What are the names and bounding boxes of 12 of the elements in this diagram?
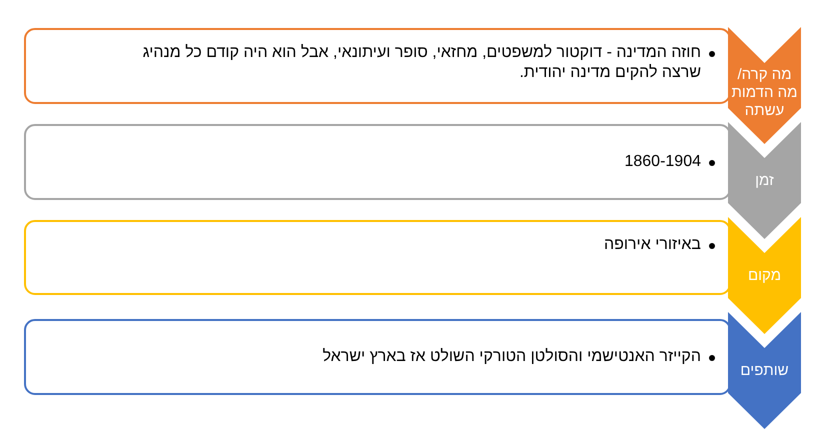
chevron-label: זמן	[754, 172, 775, 190]
chevron-label: מקום	[746, 267, 782, 285]
content-panel	[24, 124, 731, 200]
content-panel	[24, 220, 731, 295]
bullet-text: חוזה המדינה - דוקטור למשפטים, מחזאי, סופר ועיתונאי, אבל הוא היה קודם כל מנהיג שרצה להקים מדינה יהודית.	[142, 43, 701, 83]
content-panel	[24, 319, 731, 395]
content-panel	[24, 28, 731, 104]
bullet-text: באיזורי אירופה	[602, 235, 701, 255]
bullet-text: הקייזר האנטישמי והסולטן הטורקי השולט אז בארץ ישראל	[322, 347, 701, 367]
chevron-label: מה קרה/ מה הדמות עשתה	[731, 66, 798, 120]
bullet-text: 1860-1904	[623, 152, 701, 172]
chevron-label: שותפים	[739, 362, 790, 380]
